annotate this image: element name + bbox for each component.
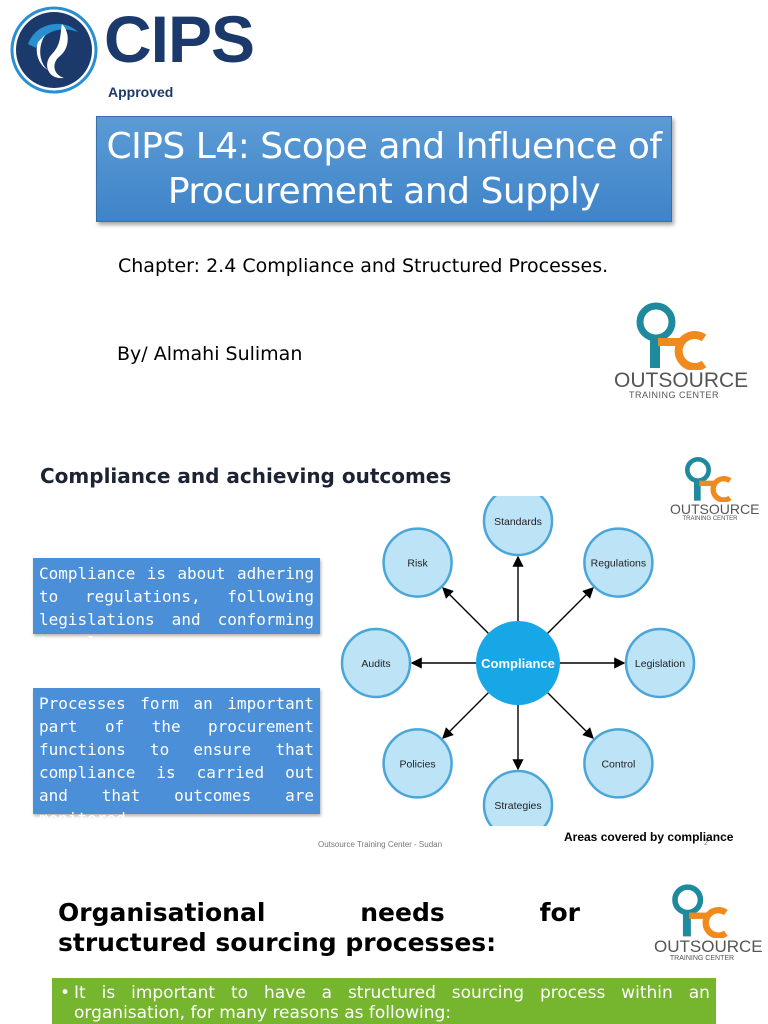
heading-word: for (539, 898, 580, 927)
slide-heading: Compliance and achieving outcomes (40, 464, 452, 488)
arrow-control (547, 692, 594, 739)
node-label-regulations: Regulations (591, 558, 646, 570)
otc-name: OUTSOURCE (614, 369, 749, 392)
bullet-line-2: organisation, for many reasons as follow… (74, 1003, 452, 1023)
heading-line-1: Organisational needs for (58, 898, 580, 928)
author-line: By/ Almahi Suliman (117, 343, 303, 365)
otc-tagline: TRAINING CENTER (628, 390, 719, 400)
outsource-logo: OUTSOURCE TRAINING CENTER (614, 292, 749, 400)
bullet-word: have (263, 983, 306, 1003)
processes-box: Processes form an important part of the … (33, 688, 320, 828)
cips-emblem-icon (10, 6, 98, 94)
compliance-diagram: StandardsRegulationsLegislationControlSt… (340, 496, 696, 826)
node-regulations (583, 527, 654, 598)
node-label-risk: Risk (407, 558, 428, 570)
outsource-logo: OUTSOURCE TRAINING CENTER (654, 876, 763, 962)
center-node-label: Compliance (481, 656, 555, 671)
bullet-marker: • (60, 983, 71, 1003)
node-label-audits: Audits (361, 658, 390, 670)
definition-box: Compliance is about adhering to regulati… (33, 558, 320, 652)
slide-footer: Outsource Training Center - Sudan (318, 840, 443, 849)
heading-line-2: structured sourcing processes: (58, 928, 497, 957)
bullet-word: structured (347, 983, 436, 1003)
node-standards (482, 496, 554, 557)
otc-name: OUTSOURCE (670, 501, 760, 517)
center-node (476, 621, 560, 705)
node-legislation (624, 627, 696, 699)
arrow-regulations (547, 587, 594, 634)
bullet-word: an (688, 983, 710, 1003)
node-control (583, 728, 654, 799)
slide-heading: Organisational needs for structured sourci… (58, 898, 580, 958)
otc-emblem-icon (672, 884, 728, 938)
node-risk (382, 527, 453, 598)
otc-emblem-icon (685, 457, 732, 502)
node-policies (382, 728, 453, 799)
bullet-word: sourcing (451, 983, 525, 1003)
node-label-legislation: Legislation (635, 658, 685, 670)
node-audits (340, 627, 412, 699)
otc-emblem-icon (636, 302, 707, 370)
node-strategies (482, 769, 554, 826)
otc-tagline: TRAINING CENTER (682, 516, 738, 522)
bullet-word: a (321, 983, 333, 1003)
cips-approved-label: Approved (108, 84, 174, 100)
sourcing-slide: Organisational needs for structured sourci… (0, 862, 768, 1024)
arrow-risk (442, 587, 489, 634)
outsource-logo: OUTSOURCE TRAINING CENTER (670, 450, 760, 522)
compliance-slide: Compliance and achieving outcomes OUTSOU… (0, 430, 768, 862)
title-slide: CIPS Approved CIPS L4: Scope and Influen… (0, 0, 768, 430)
bullet-word: is (101, 983, 116, 1003)
node-label-policies: Policies (399, 758, 435, 770)
cips-logo: CIPS Approved (8, 4, 255, 100)
bullet-word: to (231, 983, 249, 1003)
bullet-word: within (621, 983, 673, 1003)
otc-name: OUTSOURCE (654, 937, 763, 956)
chapter-line: Chapter: 2.4 Compliance and Structured P… (118, 255, 609, 277)
bullet-word: process (540, 983, 606, 1003)
diagram-caption: Areas covered by compliance (564, 830, 734, 844)
arrow-policies (442, 692, 489, 739)
presentation-title: CIPS L4: Scope and Influence of Procurem… (96, 116, 672, 222)
heading-word: needs (360, 898, 445, 927)
page-number: 2 (704, 840, 708, 847)
heading-word: Organisational (58, 898, 266, 927)
node-label-control: Control (601, 758, 635, 770)
cips-wordmark: CIPS (104, 2, 255, 76)
bullet-word: It (74, 983, 86, 1003)
bullet-word: important (131, 983, 216, 1003)
node-label-standards: Standards (494, 516, 542, 528)
otc-tagline: TRAINING CENTER (669, 955, 735, 962)
node-label-strategies: Strategies (494, 800, 541, 812)
